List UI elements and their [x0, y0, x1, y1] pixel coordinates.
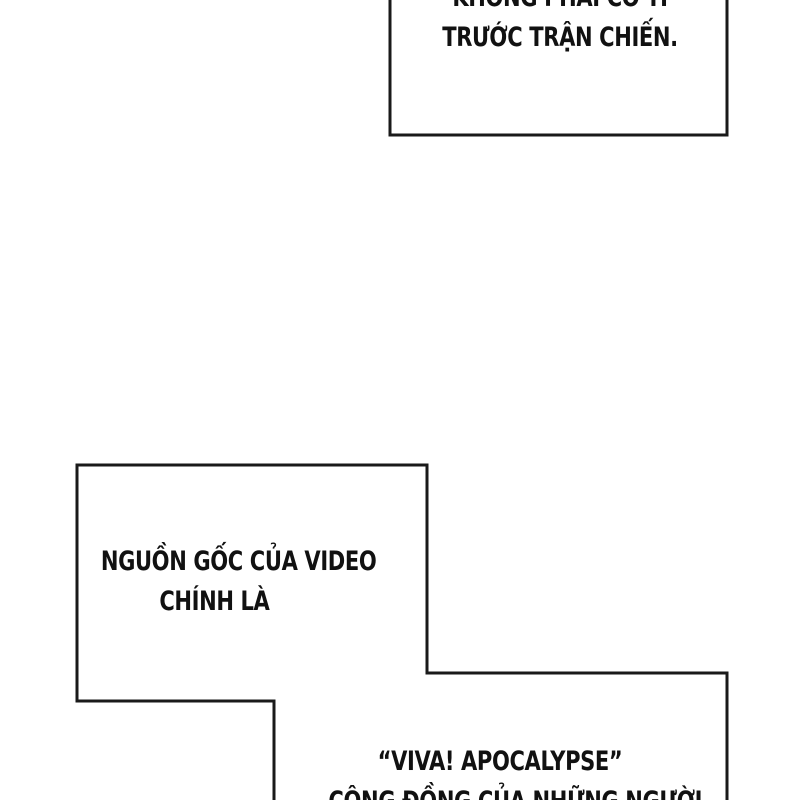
caption-middle-line-2: CHÍNH LÀ [159, 586, 270, 617]
caption-bottom-line-1: “VIVA! APOCALYPSE” [377, 746, 623, 777]
caption-top-text: KHÔNG PHẢI CỐ TÌ TRƯỚC TRẬN CHIẾN. [388, 0, 731, 58]
caption-bottom-text: “VIVA! APOCALYPSE” CỘNG ĐỒNG CỦA NHỮNG N… [328, 742, 702, 800]
caption-middle-text: NGUỒN GỐC CỦA VIDEO CHÍNH LÀ [40, 542, 377, 622]
caption-bottom-line-2: CỘNG ĐỒNG CỦA NHỮNG NGƯỜI [328, 782, 702, 800]
caption-box-stepped [75, 463, 729, 800]
caption-top-line-1: KHÔNG PHẢI CỐ TÌ [388, 0, 731, 18]
caption-middle-line-1: NGUỒN GỐC CỦA VIDEO [100, 546, 377, 577]
caption-top-line-2: TRƯỚC TRẬN CHIẾN. [442, 22, 678, 53]
caption-box-top [388, 0, 729, 137]
